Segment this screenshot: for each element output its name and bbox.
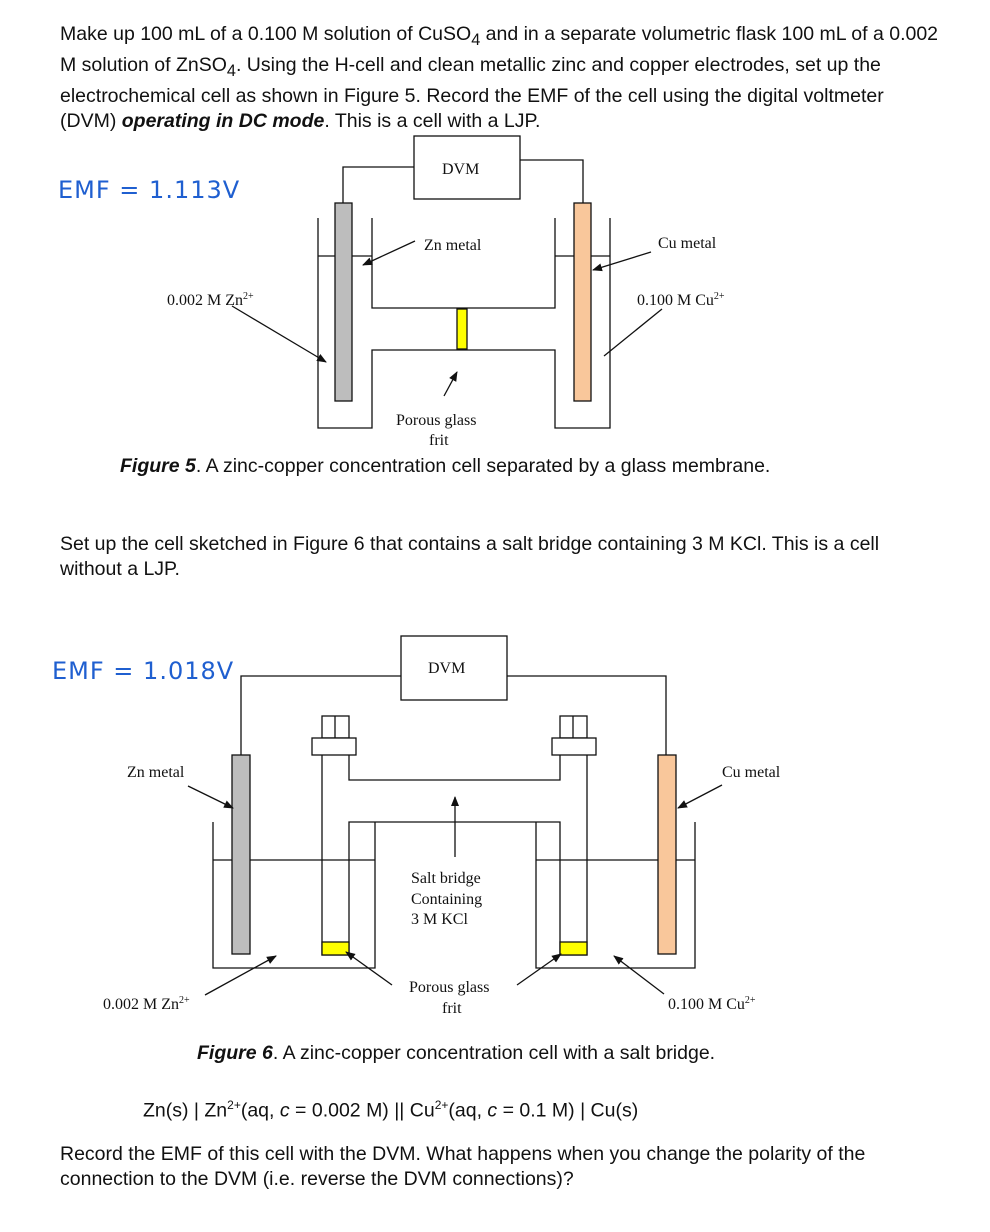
fig5-zn-arrow	[362, 240, 416, 266]
fig6-dvm-box	[400, 635, 508, 701]
fig5-wire-right	[520, 159, 584, 203]
fig5-zn-electrode	[334, 202, 353, 402]
fig6-right-beaker	[535, 822, 696, 969]
figure-5-caption-label: Figure 5	[120, 455, 196, 477]
fig5-frit-label-1: Porous glass	[396, 412, 476, 429]
figure-6	[187, 635, 723, 996]
fig5-left-arm	[317, 218, 611, 429]
fig5-cu-arrow	[592, 251, 652, 272]
fig5-cu-conc-label: 0.100 M Cu2+	[637, 291, 725, 309]
fig6-dvm-label: DVM	[428, 660, 465, 677]
fig6-left-stopper	[311, 737, 357, 756]
fig6-cu-arrow	[677, 784, 723, 809]
fig6-zn-metal-label: Zn metal	[127, 764, 185, 781]
figure-6-caption: Figure 6. A zinc-copper concentration ce…	[197, 1041, 715, 1066]
question-paragraph: Record the EMF of this cell with the DVM…	[60, 1143, 866, 1190]
handwritten-emf-2: EMF = 1.018V	[52, 657, 235, 685]
fig5-cu-metal-label: Cu metal	[658, 235, 717, 252]
fig5-zn-metal-label: Zn metal	[424, 237, 482, 254]
fig5-frit-arrow	[443, 371, 458, 397]
fig6-cu-conc-label: 0.100 M Cu2+	[668, 995, 756, 1013]
fig5-inner-top	[371, 218, 556, 309]
intro-text-3: . Using the H-cell and clean metallic zi…	[60, 53, 884, 132]
cell-notation: Zn(s) | Zn2+(aq, c = 0.002 M) || Cu2+(aq…	[143, 1098, 639, 1122]
intro-text-2: and in a separate volumetric flask 100 m…	[60, 23, 939, 76]
intro-text-1: Make up 100 mL of a 0.100 M solution of …	[60, 23, 472, 45]
fig5-zn-conc-label: 0.002 M Zn2+	[167, 291, 254, 309]
fig5-dvm-label: DVM	[442, 161, 479, 178]
fig5-cu-electrode	[573, 202, 592, 402]
fig6-left-frit	[321, 941, 350, 956]
fig6-left-frit-arrow	[345, 951, 393, 986]
fig6-left-beaker	[212, 822, 376, 969]
figure-5-caption-text: . A zinc-copper concentration cell separ…	[195, 455, 771, 477]
fig5-frit	[456, 308, 468, 350]
fig6-right-frit-arrow	[516, 953, 562, 986]
fig6-cu-metal-label: Cu metal	[722, 764, 781, 781]
fig6-zn-conc-label: 0.002 M Zn2+	[103, 995, 190, 1013]
fig6-wire-right	[507, 675, 667, 755]
fig6-cu-conc-arrow	[613, 955, 665, 995]
fig6-bridge-label-1: Salt bridge	[411, 870, 481, 887]
fig6-bridge-label-3: 3 M KCl	[411, 911, 468, 928]
fig6-right-frit	[559, 941, 588, 956]
intro-paragraph: Make up 100 mL of a 0.100 M solution of …	[60, 22, 940, 134]
handwritten-emf-1: EMF = 1.113V	[58, 176, 241, 204]
fig6-zn-electrode	[231, 754, 251, 955]
fig6-zn-arrow	[187, 785, 234, 809]
salt-bridge-paragraph: Set up the cell sketched in Figure 6 tha…	[60, 533, 880, 580]
fig6-cu-electrode	[657, 754, 677, 955]
figure-5-caption: Figure 5. A zinc-copper concentration ce…	[120, 454, 770, 479]
fig6-wire-left	[240, 675, 401, 755]
intro-sub-1: 4	[471, 30, 481, 49]
fig5-frit-label-2: frit	[429, 432, 449, 449]
intro-text-4: . This is a cell with a LJP.	[324, 109, 541, 132]
figure-6-caption-label: Figure 6	[197, 1042, 273, 1064]
intro-emphasis: operating in DC mode	[121, 109, 325, 132]
figure-5	[231, 135, 663, 429]
fig5-zn-conc-arrow	[231, 305, 327, 363]
fig6-frit-label-1: Porous glass	[409, 979, 489, 996]
fig5-wire-left	[342, 166, 414, 203]
fig6-bridge-label-2: Containing	[411, 891, 482, 908]
intro-sub-2: 4	[226, 61, 236, 80]
fig6-right-stopper	[551, 737, 597, 756]
fig6-zn-conc-arrow	[204, 955, 277, 996]
fig5-cu-conc-arrow	[603, 308, 663, 357]
figure-6-caption-text: . A zinc-copper concentration cell with …	[272, 1042, 716, 1064]
fig6-frit-label-2: frit	[442, 1000, 462, 1017]
fig6-bridge-inner-top	[348, 755, 561, 781]
